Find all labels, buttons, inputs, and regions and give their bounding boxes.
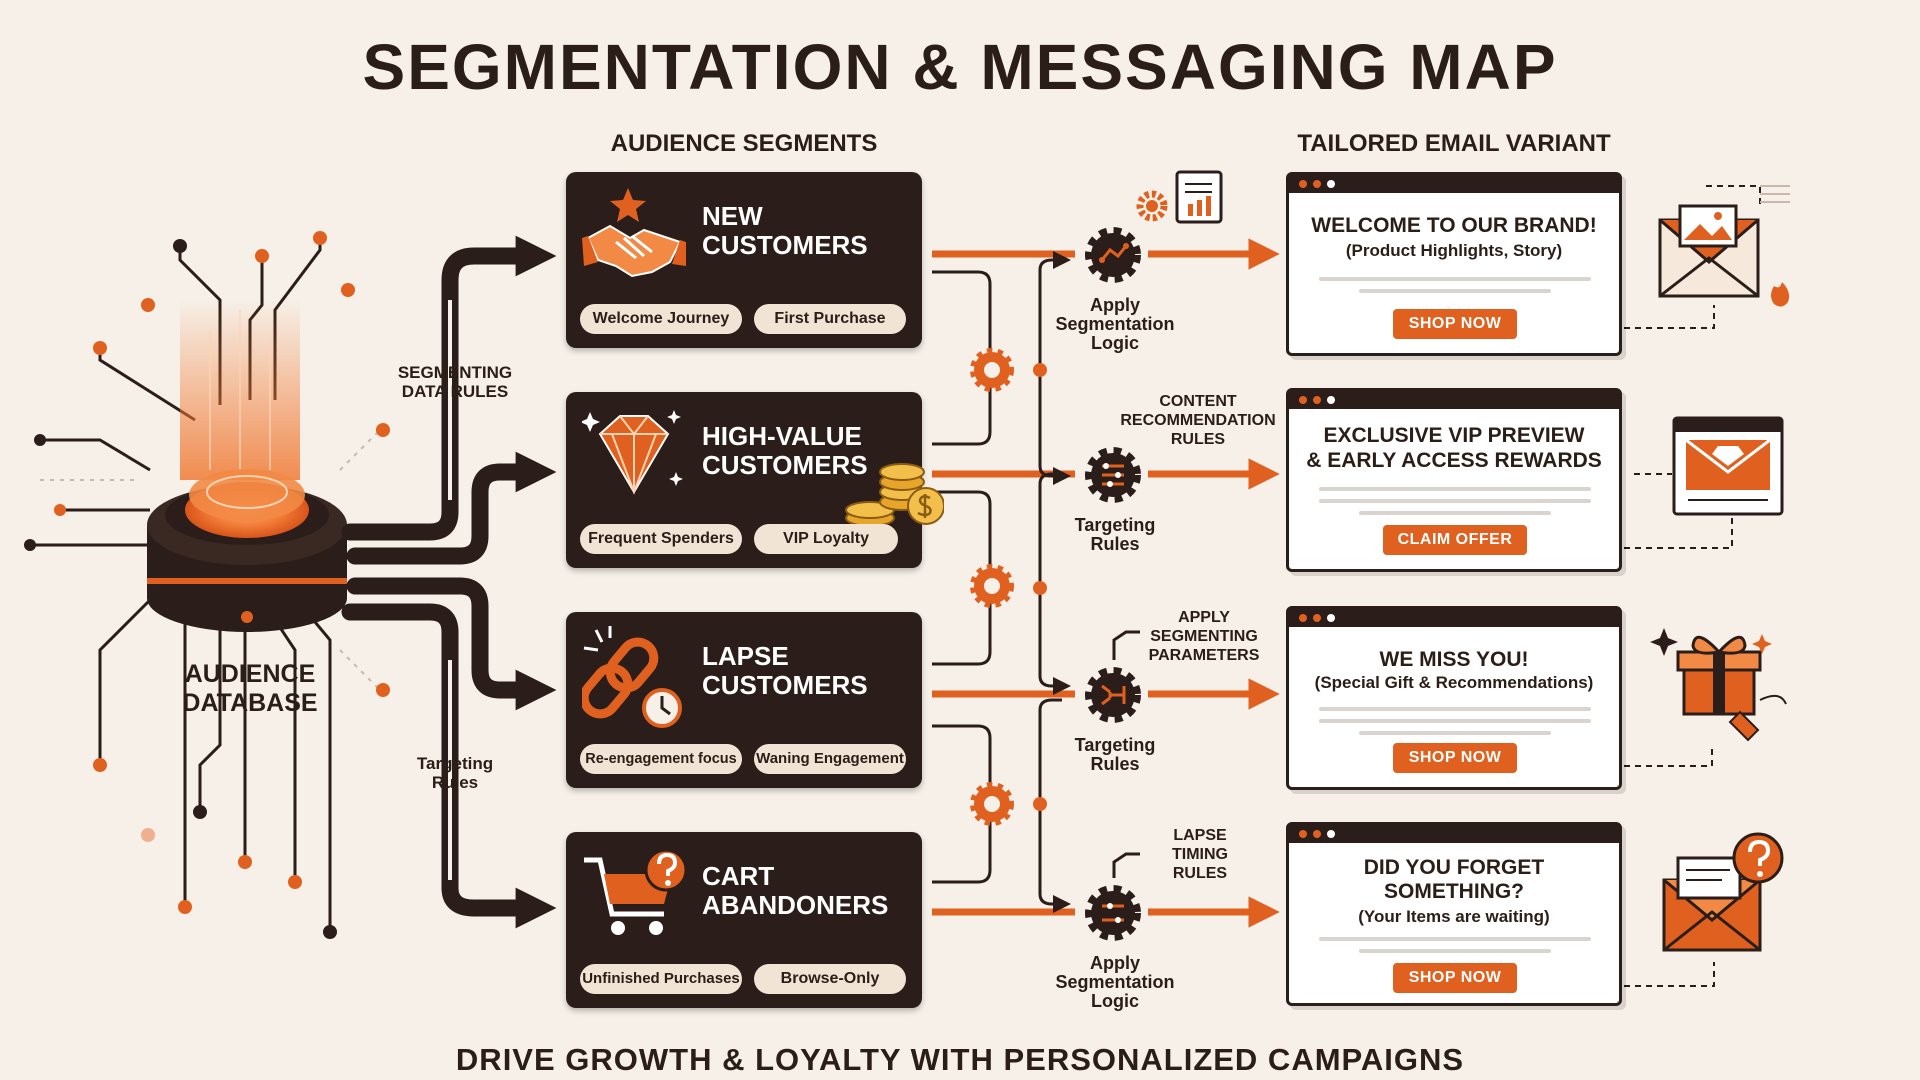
fanout-arrows	[341, 235, 557, 929]
gear-icon	[1085, 885, 1141, 941]
step-label-apply-segmentation-logic: Apply Segmentation Logic	[1055, 953, 1175, 1011]
segment-title: HIGH-VALUE CUSTOMERS	[702, 421, 868, 480]
page-title: SEGMENTATION & MESSAGING MAP	[362, 31, 1558, 103]
segments-column-heading: AUDIENCE SEGMENTS	[610, 130, 878, 157]
segment-card-high-value-customers[interactable]: HIGH-VALUE CUSTOMERS Frequent Spenders V…	[566, 392, 944, 568]
step-label-targeting-rules: Targeting Rules	[1074, 515, 1156, 554]
email-headline: & EARLY ACCESS REWARDS	[1306, 449, 1602, 472]
segment-title: CART ABANDONERS	[702, 861, 889, 920]
browser-diamond-icon	[1672, 416, 1784, 516]
audience-database-label: AUDIENCE DATABASE	[182, 660, 318, 717]
connector-dots	[1033, 363, 1047, 811]
email-window-bar	[1289, 825, 1619, 843]
handshake-icon	[582, 188, 686, 278]
small-gear-icon	[1136, 190, 1168, 222]
envelope-photo-icon	[1658, 185, 1790, 307]
email-variant-we-miss-you[interactable]: WE MISS YOU! (Special Gift & Recommendat…	[1286, 606, 1622, 790]
gift-icon	[1650, 628, 1787, 742]
circuit-nodes	[24, 231, 390, 939]
email-window-bar	[1289, 391, 1619, 409]
email-headline: DID YOU FORGET	[1363, 856, 1545, 879]
email-window-bar	[1289, 175, 1619, 193]
segment-tag: Browse-Only	[754, 964, 906, 994]
segment-tag: Unfinished Purchases	[580, 964, 742, 994]
email-headline: WE MISS YOU!	[1379, 648, 1529, 671]
envelope-question-icon	[1662, 832, 1784, 952]
lapse-timing-rules-label: LAPSE TIMING RULES	[1172, 827, 1228, 882]
email-subtitle: (Product Highlights, Story)	[1345, 241, 1563, 260]
segment-tag: VIP Loyalty	[754, 524, 898, 554]
broken-link-icon	[582, 626, 682, 728]
segment-tag: Re-engagement focus	[580, 744, 742, 774]
dashed-links	[1624, 185, 1761, 987]
segment-card-lapse-customers[interactable]: LAPSE CUSTOMERS Re-engagement focus Wani…	[566, 612, 922, 788]
step-label-apply-segmentation-logic: Apply Segmentation Logic	[1055, 295, 1175, 353]
diamond-icon	[582, 410, 683, 495]
email-headline: EXCLUSIVE VIP PREVIEW	[1323, 424, 1585, 447]
email-subtitle: (Special Gift & Recommendations)	[1314, 673, 1594, 692]
segment-tag: Waning Engagement	[754, 744, 906, 774]
email-variant-welcome[interactable]: WELCOME TO OUR BRAND! (Product Highlight…	[1286, 172, 1622, 356]
shop-now-button[interactable]: SHOP NOW	[1393, 309, 1517, 339]
email-headline: SOMETHING?	[1384, 880, 1524, 903]
segment-card-new-customers[interactable]: NEW CUSTOMERS Welcome Journey First Purc…	[566, 172, 922, 348]
email-variant-forget-something[interactable]: DID YOU FORGET SOMETHING? (Your Items ar…	[1286, 822, 1622, 1006]
gear-icon	[1085, 667, 1141, 723]
shopping-cart-icon	[584, 848, 686, 935]
shop-now-button[interactable]: SHOP NOW	[1393, 743, 1517, 773]
targeting-rules-label: Targeting Rules	[416, 754, 494, 792]
coins-icon	[845, 463, 944, 527]
gear-icon	[1085, 227, 1141, 283]
claim-offer-button[interactable]: CLAIM OFFER	[1383, 525, 1527, 555]
email-window-bar	[1289, 609, 1619, 627]
content-recommendation-rules-label: CONTENT RECOMMENDATION RULES	[1120, 393, 1276, 448]
circuit-traces-light	[40, 429, 381, 691]
database-icon	[147, 300, 347, 632]
segment-tag: Welcome Journey	[580, 304, 742, 334]
step-label-targeting-rules: Targeting Rules	[1074, 735, 1156, 774]
email-subtitle: (Your Items are waiting)	[1358, 907, 1550, 926]
bracket-connectors	[932, 251, 1140, 913]
segmenting-data-rules-label: SEGMENTING DATA RULES	[397, 363, 513, 401]
footer-tagline: DRIVE GROWTH & LOYALTY WITH PERSONALIZED…	[455, 1042, 1465, 1077]
gear-icon	[1085, 447, 1141, 503]
segment-tag: Frequent Spenders	[580, 524, 742, 554]
segment-title: NEW CUSTOMERS	[702, 201, 868, 260]
email-variant-vip[interactable]: EXCLUSIVE VIP PREVIEW & EARLY ACCESS REW…	[1286, 388, 1622, 572]
variants-column-heading: TAILORED EMAIL VARIANT	[1297, 130, 1611, 157]
email-headline: WELCOME TO OUR BRAND!	[1311, 214, 1597, 237]
segment-tag: First Purchase	[754, 304, 906, 334]
apply-segmenting-parameters-label: APPLY SEGMENTING PARAMETERS	[1148, 609, 1260, 664]
orange-flow-arrows	[932, 238, 1280, 928]
segment-card-cart-abandoners[interactable]: CART ABANDONERS Unfinished Purchases Bro…	[566, 832, 922, 1008]
report-icon	[1175, 170, 1223, 224]
segment-title: LAPSE CUSTOMERS	[702, 641, 868, 700]
shop-now-button[interactable]: SHOP NOW	[1393, 963, 1517, 993]
